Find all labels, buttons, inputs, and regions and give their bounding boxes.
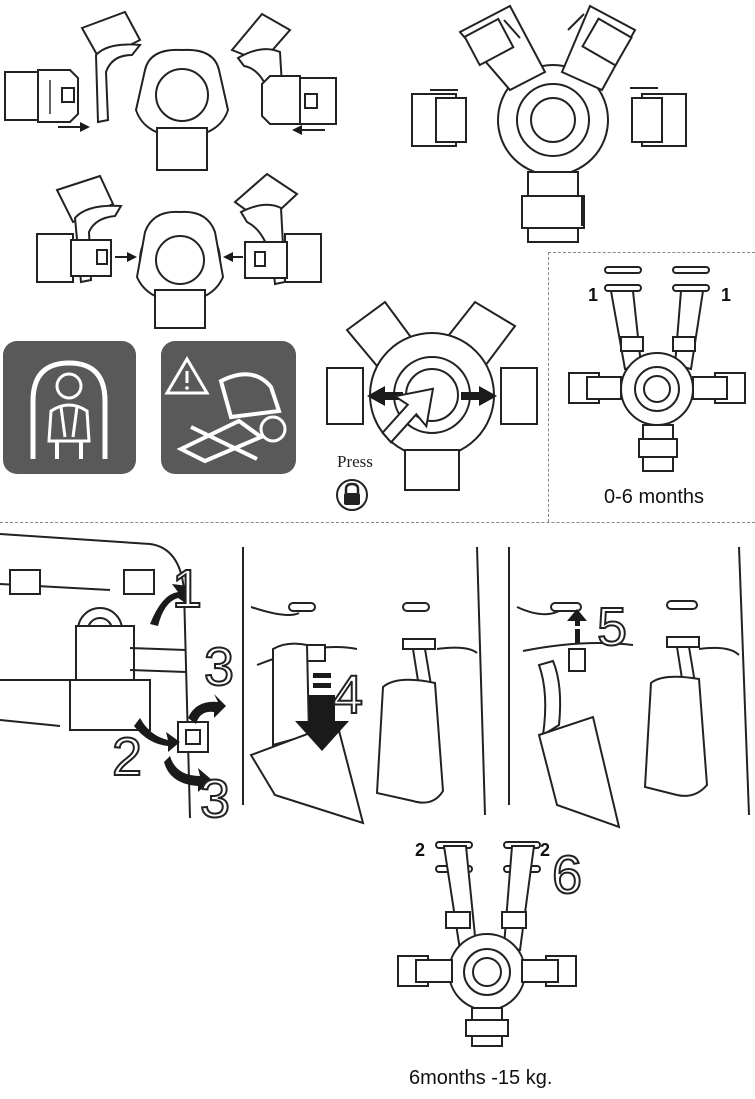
harness-0-6-months-diagram bbox=[568, 266, 746, 472]
seat-back-steps-1-3-diagram bbox=[0, 533, 226, 819]
slot-1-left-label: 1 bbox=[588, 285, 599, 305]
step-6-number: 6 bbox=[551, 845, 583, 905]
slot-1-right-label: 1 bbox=[721, 285, 732, 305]
age-0-6-months-caption: 0-6 months bbox=[604, 486, 705, 508]
section-divider-vertical bbox=[548, 252, 549, 522]
section-divider-horizontal bbox=[0, 522, 755, 523]
buckle-insert-diagram bbox=[36, 172, 322, 329]
child-seat-icon bbox=[3, 341, 136, 474]
buckle-parts-separate-diagram bbox=[4, 10, 337, 171]
section-divider-top bbox=[548, 252, 755, 253]
buckle-release-diagram bbox=[326, 300, 538, 491]
step-1-number: 1 bbox=[171, 559, 203, 619]
slot-2-right-label: 2 bbox=[540, 840, 551, 860]
press-label: Press bbox=[337, 452, 373, 471]
step-4-number: 4 bbox=[332, 665, 364, 725]
warning-icon bbox=[161, 341, 296, 474]
slot-2-left-label: 2 bbox=[415, 840, 426, 860]
harness-6-months-15kg-diagram bbox=[397, 841, 577, 1047]
step-3-upper-number: 3 bbox=[203, 637, 235, 697]
step-2-number: 2 bbox=[111, 727, 143, 787]
step-5-number: 5 bbox=[596, 597, 628, 657]
step-3-lower-number: 3 bbox=[199, 769, 231, 829]
strap-insert-step-5-diagram bbox=[508, 546, 750, 829]
strap-pull-step-4-diagram bbox=[242, 546, 486, 825]
age-6months-15kg-caption: 6months -15 kg. bbox=[409, 1067, 553, 1089]
buckle-adjustment-diagram bbox=[411, 4, 687, 243]
lock-icon bbox=[336, 479, 368, 511]
